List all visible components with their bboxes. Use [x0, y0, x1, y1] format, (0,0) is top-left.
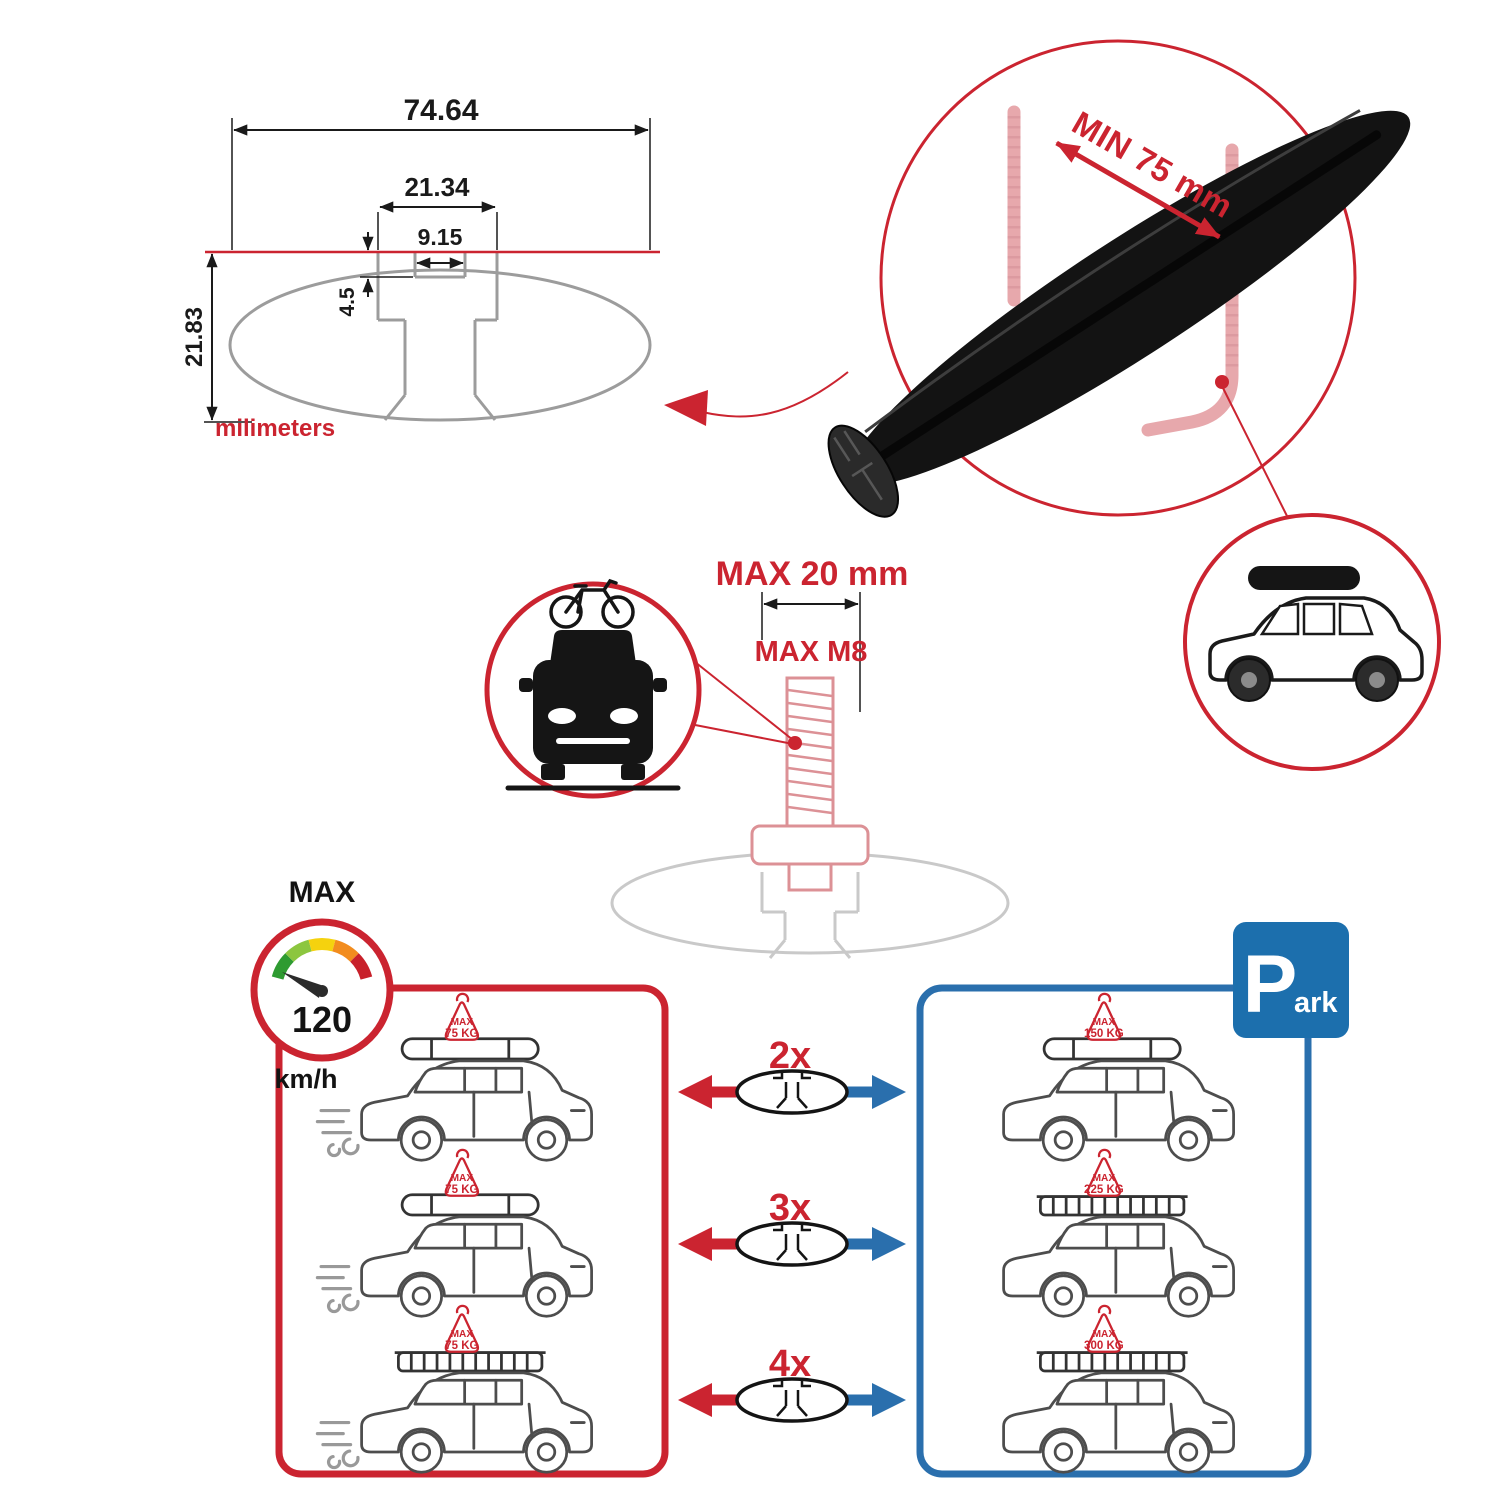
dimension-drawing: 74.64 21.34 9.15 4.5 21.83 milimeters	[181, 94, 660, 442]
crossbar-render-circle: MIN 75 mm	[827, 39, 1411, 527]
arrow-left-icon	[678, 1383, 712, 1417]
max-load-tag: MAX 75 KG	[444, 992, 480, 1041]
crossbar-section-icon	[735, 1377, 849, 1423]
speedometer: MAX 120 km/h	[250, 876, 394, 1094]
park-sign-letter: P	[1243, 939, 1298, 1030]
speed-limit-title: MAX	[289, 876, 356, 909]
svg-text:MAX: MAX	[451, 1017, 474, 1028]
svg-text:MAX: MAX	[451, 1329, 474, 1340]
dim-slot-depth: 4.5	[336, 287, 359, 317]
svg-text:MAX: MAX	[1093, 1017, 1116, 1028]
svg-text:75 KG: 75 KG	[445, 1340, 478, 1352]
crossbar-section-icon	[735, 1069, 849, 1115]
max-load-tag: MAX 150 KG	[1084, 992, 1124, 1041]
roofbox-suv-circle	[1183, 513, 1441, 771]
arrow-right-icon	[872, 1227, 906, 1261]
svg-text:MAX: MAX	[451, 1173, 474, 1184]
car-driving-row1: MAX 75 KG	[315, 992, 593, 1162]
max-load-tag: MAX 75 KG	[444, 1148, 480, 1197]
max-load-tag: MAX 300 KG	[1084, 1304, 1124, 1353]
roof-box-icon	[400, 1193, 540, 1217]
crossbar-count-row-3: 4x	[678, 1343, 906, 1423]
bike-car-circle	[484, 578, 702, 799]
callout-dot	[1215, 375, 1229, 389]
dim-total-height: 21.83	[181, 307, 208, 367]
gauge-needle	[282, 972, 321, 998]
roof-box-icon	[400, 1037, 540, 1061]
arrow-left-icon	[678, 1075, 712, 1109]
svg-text:300 KG: 300 KG	[1084, 1340, 1124, 1352]
u-bolt-right-icon	[1141, 143, 1239, 437]
crossbar-count-row-1: 2x	[678, 1035, 906, 1115]
roof-basket-icon	[1035, 1351, 1189, 1373]
arrow-left-icon	[664, 390, 708, 426]
svg-text:150 KG: 150 KG	[1084, 1028, 1124, 1040]
arrow-right-icon	[872, 1383, 906, 1417]
crossbar-count-row-2: 3x	[678, 1187, 906, 1267]
crossbar-3d-render	[827, 109, 1411, 518]
dim-slot-opening-width: 9.15	[418, 224, 463, 250]
car-parked-row2: MAX 225 KG	[1002, 1148, 1235, 1318]
car-driving-row2: MAX 75 KG	[315, 1148, 593, 1318]
arrow-left-icon	[678, 1227, 712, 1261]
comparison-arrows: 2x 3x 4x	[678, 1035, 906, 1423]
bolt-max-length-label: MAX 20 mm	[716, 555, 909, 593]
max-load-tag: MAX 225 KG	[1084, 1148, 1124, 1197]
svg-text:75 KG: 75 KG	[445, 1184, 478, 1196]
svg-text:MAX: MAX	[1093, 1329, 1116, 1340]
crossbar-profile-channel	[376, 252, 499, 421]
dim-total-width: 74.64	[403, 94, 478, 127]
car-parked-row1: MAX 150 KG	[1002, 992, 1235, 1162]
bolt-icon	[750, 676, 870, 892]
bike-on-car-icon	[505, 578, 681, 791]
max-load-tag: MAX 75 KG	[444, 1304, 480, 1353]
crossbar-profile-ellipse	[228, 268, 652, 422]
arrow-right-icon	[872, 1075, 906, 1109]
suv-roofbox-icon	[1208, 566, 1424, 702]
roof-basket-icon	[1035, 1195, 1189, 1217]
roof-box-icon	[1042, 1037, 1182, 1061]
roof-basket-icon	[393, 1351, 547, 1373]
speed-limit-value: 120	[292, 999, 352, 1040]
svg-text:MAX: MAX	[1093, 1173, 1116, 1184]
bolt-diagram: MAX 20 mm MAX M8	[610, 555, 1010, 959]
unit-label: milimeters	[215, 415, 335, 442]
car-driving-row3: MAX 75 KG	[315, 1304, 593, 1474]
car-parked-row3: MAX 300 KG	[1002, 1304, 1235, 1474]
crossbar-section-icon	[735, 1221, 849, 1267]
svg-text:225 KG: 225 KG	[1084, 1184, 1124, 1196]
speed-limit-unit: km/h	[274, 1064, 337, 1094]
svg-text:75 KG: 75 KG	[445, 1028, 478, 1040]
dim-slot-outer-width: 21.34	[404, 172, 470, 202]
bolt-max-thread-label: MAX M8	[755, 636, 868, 668]
park-sign: P ark	[1233, 922, 1349, 1038]
callout-dot	[788, 736, 802, 750]
detail-pointer-arrow	[664, 371, 849, 426]
park-sign-suffix: ark	[1294, 987, 1338, 1019]
